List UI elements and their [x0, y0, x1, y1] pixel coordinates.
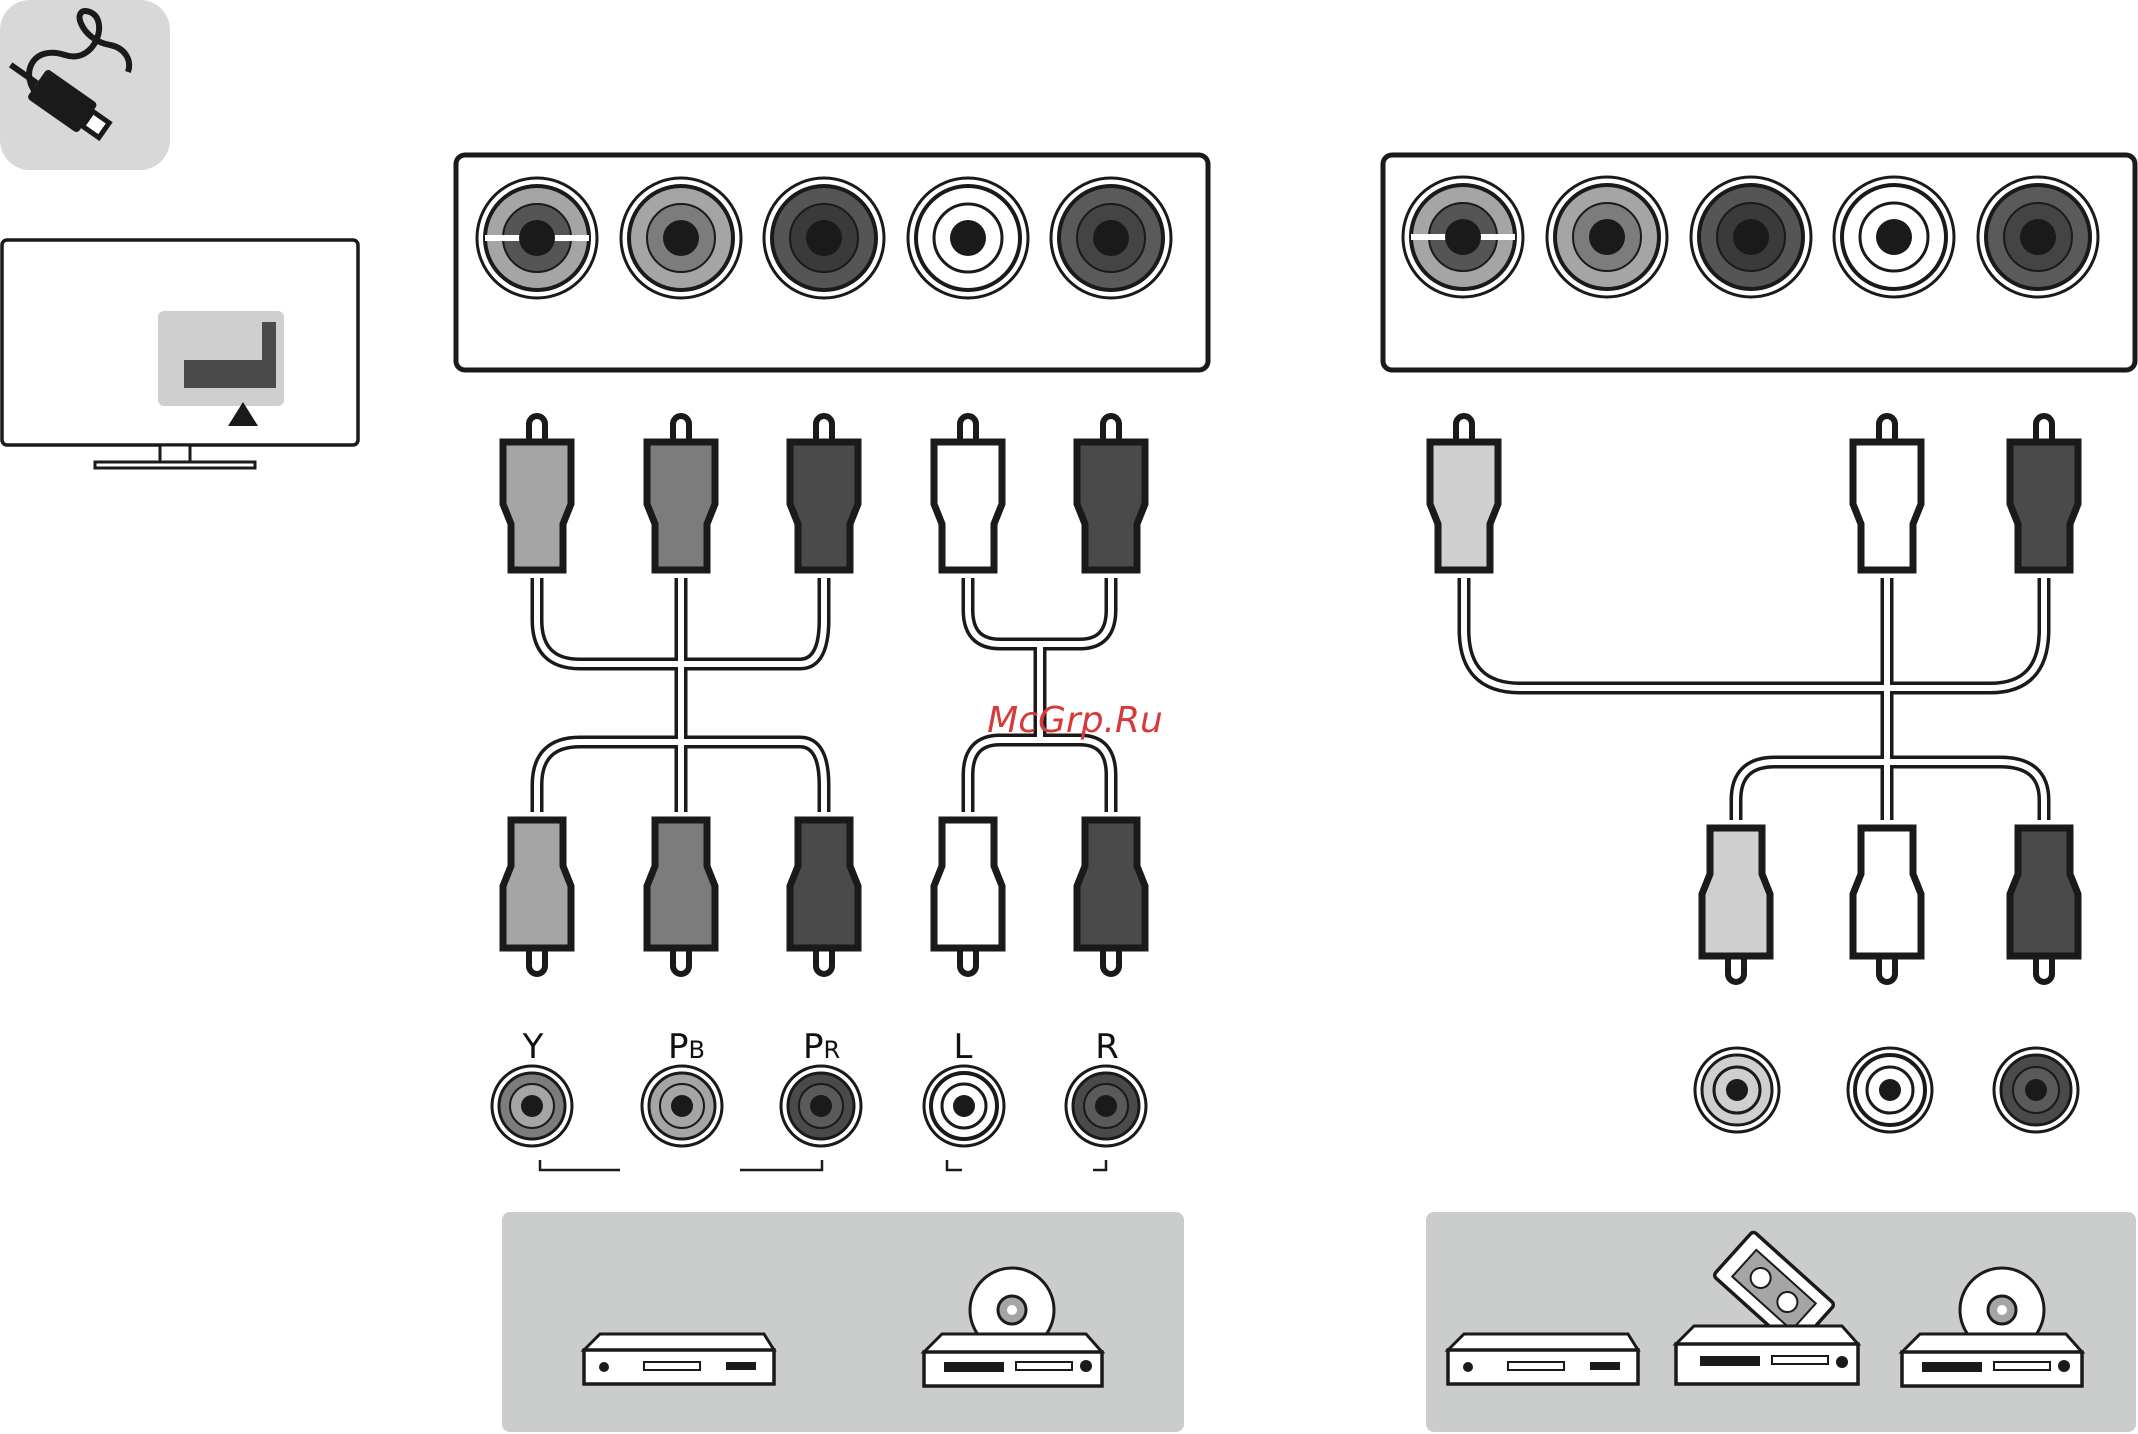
tv-jack-panel-left	[456, 155, 1208, 370]
plug-top-audio-l	[1853, 416, 1921, 570]
plug-top-pr	[790, 416, 858, 570]
panel-jack-r	[1051, 178, 1171, 298]
panel-jack-3	[1691, 177, 1811, 297]
plug-bottom-video	[1702, 828, 1770, 982]
cable-bundle-left	[537, 578, 1111, 812]
plug-top-r	[1077, 416, 1145, 570]
plug-top-audio-r	[2010, 416, 2078, 570]
device-jack-pb	[642, 1066, 722, 1146]
panel-jack-y	[477, 178, 597, 298]
plug-bottom-pr	[790, 820, 858, 974]
plug-bottom-l	[934, 820, 1002, 974]
label-pb: PB	[668, 1027, 705, 1067]
label-y: Y	[522, 1027, 544, 1067]
panel-jack-pr	[764, 178, 884, 298]
dvd-player-icon	[584, 1334, 774, 1384]
panel-jack-video-shared	[1403, 177, 1523, 297]
cable-plug-icon	[0, 0, 170, 170]
panel-jack-audio-r	[1978, 177, 2098, 297]
device-panel-left	[502, 1212, 1184, 1432]
panel-jack-2	[1547, 177, 1667, 297]
cable-bundle-right	[1464, 578, 2044, 820]
panel-jack-l	[908, 178, 1028, 298]
plug-bottom-audio-r	[2010, 828, 2078, 982]
plug-bottom-r	[1077, 820, 1145, 974]
device-jack-video	[1695, 1048, 1779, 1132]
tv-icon	[2, 240, 358, 468]
device-jack-audio-r	[1994, 1048, 2078, 1132]
jack-labels-left: Y PB PR L R	[522, 1027, 1119, 1067]
device-jacks-left	[492, 1066, 1146, 1170]
device-panel-right	[1426, 1212, 2136, 1432]
dvd-player-icon-right	[1448, 1334, 1638, 1384]
label-l: L	[954, 1027, 973, 1067]
label-pr: PR	[803, 1027, 840, 1067]
tv-jack-panel-right	[1383, 155, 2135, 370]
device-jacks-right	[1695, 1048, 2078, 1132]
plug-bottom-y	[503, 820, 571, 974]
device-jack-pr	[781, 1066, 861, 1146]
panel-jack-audio-l	[1834, 177, 1954, 297]
plug-top-pb	[647, 416, 715, 570]
device-jack-r	[1066, 1066, 1146, 1146]
device-jack-audio-l	[1848, 1048, 1932, 1132]
plug-bottom-pb	[647, 820, 715, 974]
label-r: R	[1095, 1027, 1119, 1067]
device-jack-y	[492, 1066, 572, 1146]
plug-bottom-audio-l	[1853, 828, 1921, 982]
plug-top-y	[503, 416, 571, 570]
panel-jack-pb	[621, 178, 741, 298]
watermark: McGrp.Ru	[987, 700, 1163, 741]
plug-top-l	[934, 416, 1002, 570]
device-jack-l	[924, 1066, 1004, 1146]
plug-top-video	[1430, 416, 1498, 570]
